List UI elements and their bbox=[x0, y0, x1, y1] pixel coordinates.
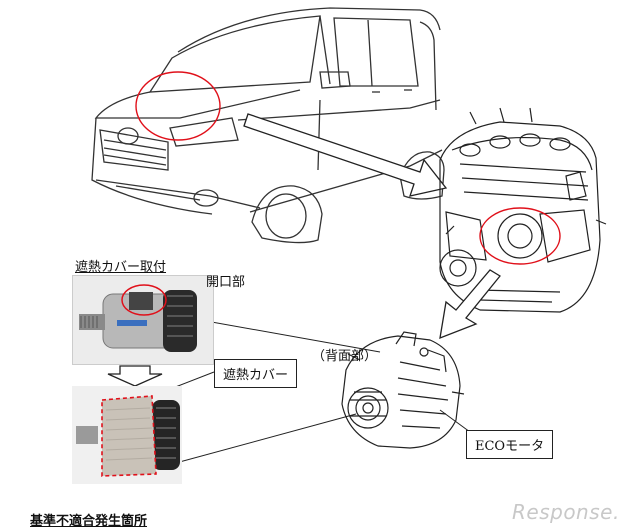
alternator-drawing bbox=[341, 331, 465, 449]
nonconformity-location-label: 基準不適合発生箇所 bbox=[30, 514, 148, 529]
photo-heat-cover bbox=[72, 386, 182, 484]
arrow-engine-to-alternator bbox=[439, 269, 501, 340]
photo-alternator-with-cover bbox=[72, 275, 214, 365]
engine-highlight-circle bbox=[479, 207, 561, 265]
arrow-car-to-engine bbox=[243, 113, 448, 197]
back-side-label: （背面部） bbox=[312, 349, 378, 364]
heat-cover-attached-label: 遮熱カバー取付 bbox=[75, 260, 167, 275]
hood-highlight-circle bbox=[135, 71, 221, 141]
arrow-photo-down bbox=[107, 365, 163, 387]
opening-highlight-circle bbox=[121, 284, 167, 316]
engine-drawing bbox=[439, 107, 607, 313]
heat-cover-label: 遮熱カバー bbox=[214, 359, 298, 388]
heat-cover-photo-art bbox=[72, 386, 182, 484]
minivan-drawing bbox=[91, 7, 445, 244]
response-watermark: Response. bbox=[512, 500, 620, 524]
opening-label: 開口部 bbox=[206, 275, 246, 290]
eco-motor-label: ECOモータ bbox=[466, 430, 554, 459]
